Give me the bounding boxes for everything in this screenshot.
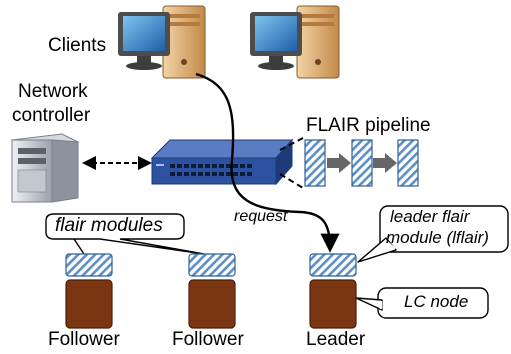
- follower-label-2: Follower: [172, 329, 244, 350]
- leader-node: [309, 253, 357, 329]
- pipeline-zoom-line-bottom: [279, 173, 304, 189]
- pipeline-zoom-line-top: [279, 137, 304, 151]
- pipeline-arrow-1: [327, 153, 351, 173]
- follower-label-1: Follower: [48, 329, 120, 350]
- lc-node-block: [65, 279, 113, 329]
- lc-node-callout: [355, 287, 489, 319]
- pipeline-stage-2: [351, 139, 373, 187]
- clients-label: Clients: [48, 35, 107, 56]
- flair-modules-callout: [45, 213, 205, 255]
- client-computer-icon: [250, 5, 340, 79]
- flair-module-block: [188, 253, 236, 277]
- lc-node-label: LC node: [404, 292, 469, 311]
- lc-node-block: [309, 279, 357, 329]
- pipeline-arrow-2: [373, 153, 397, 173]
- flair-pipeline-label: FLAIR pipeline: [306, 115, 431, 136]
- leader-label: Leader: [306, 329, 366, 350]
- leader-flair-label-line2: module (lflair): [386, 228, 489, 247]
- client-computer-icon: [118, 5, 206, 79]
- server-tower-icon: [10, 133, 80, 203]
- pipeline-stage-1: [304, 139, 326, 187]
- flair-module-block: [65, 253, 113, 277]
- request-label: request: [234, 208, 288, 225]
- request-path-arrow: [195, 72, 340, 253]
- follower-node-1: [65, 253, 113, 329]
- network-controller-label-line2: controller: [12, 105, 91, 126]
- network-controller-label-line1: Network: [18, 81, 88, 102]
- pipeline-stage-3: [397, 139, 419, 187]
- leader-flair-module-block: [309, 253, 357, 277]
- lc-node-block: [188, 279, 236, 329]
- leader-flair-label-line1: leader flair: [390, 207, 470, 226]
- flair-modules-label: flair modules: [55, 215, 163, 236]
- network-switch-icon: [150, 138, 294, 186]
- follower-node-2: [188, 253, 236, 329]
- leader-flair-callout: [357, 205, 509, 263]
